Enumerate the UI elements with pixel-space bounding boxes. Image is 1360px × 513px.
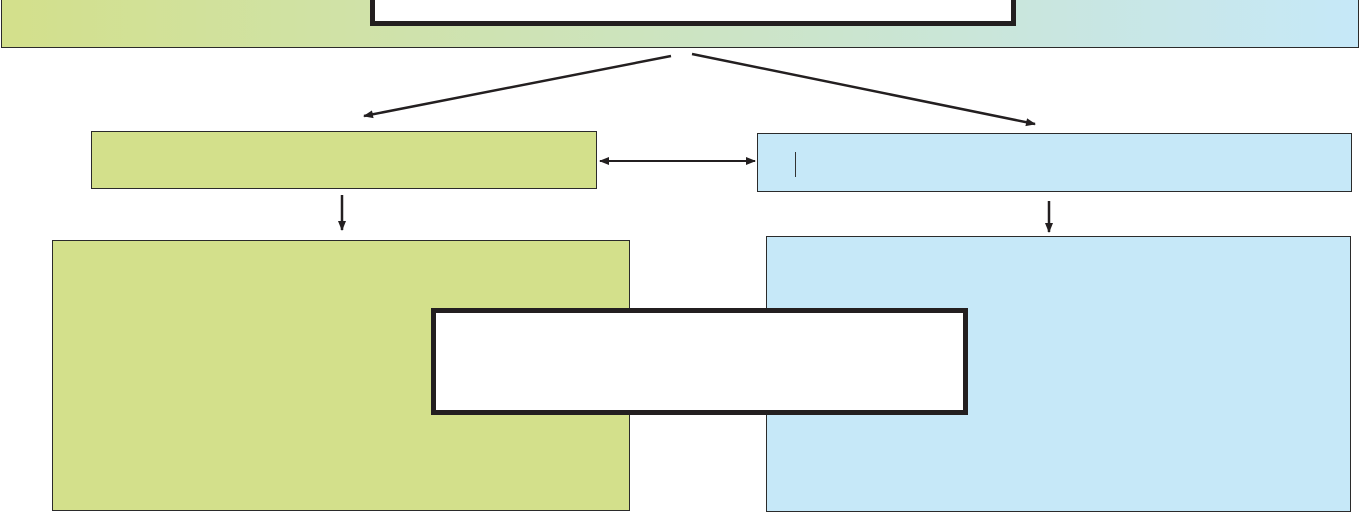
left-header-box bbox=[91, 131, 597, 189]
arrow-top-to-right-header bbox=[691, 52, 1036, 127]
right-header-box bbox=[757, 133, 1352, 192]
top-title-box bbox=[370, 0, 1016, 26]
arrow-top-to-left-header bbox=[363, 54, 672, 119]
center-overlay-box bbox=[431, 308, 968, 415]
text-cursor-mark bbox=[795, 152, 796, 177]
